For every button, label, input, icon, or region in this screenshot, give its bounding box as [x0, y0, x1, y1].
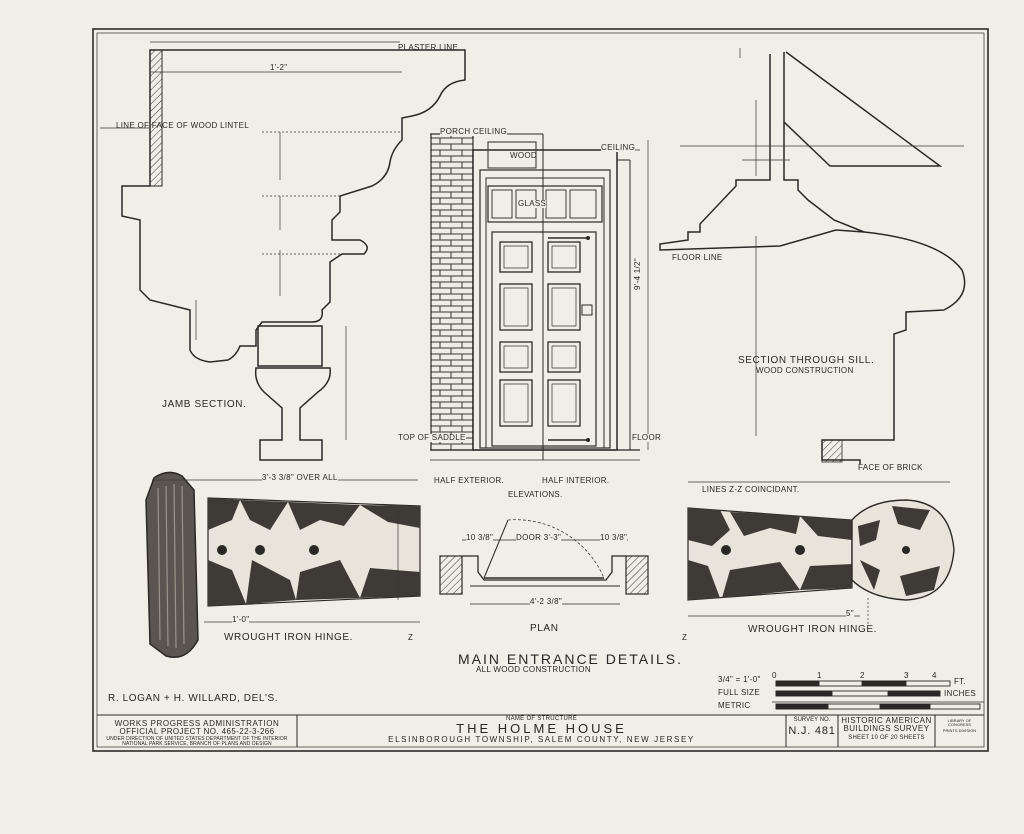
floor-label: FLOOR	[632, 433, 662, 442]
half-interior-label: HALF INTERIOR.	[542, 476, 610, 485]
habs-block: HISTORIC AMERICAN BUILDINGS SURVEY SHEET…	[839, 716, 934, 741]
jamb-width-dimension: 1'-2"	[270, 63, 288, 72]
structure-location: ELSINBOROUGH TOWNSHIP, SALEM COUNTY, NEW…	[388, 734, 695, 744]
door-height-dimension: 9'-4 1/2"	[633, 258, 642, 290]
scale-ratio-label: 3/4" = 1'-0"	[718, 675, 761, 684]
left-hinge-drawing	[145, 471, 421, 658]
feet-label: FT.	[954, 677, 967, 686]
right-hinge-drawing	[687, 499, 955, 601]
structure-name: THE HOLME HOUSE	[456, 721, 627, 737]
sill-dimension-lines	[680, 48, 964, 436]
lintel-face-label: LINE OF FACE OF WOOD LINTEL	[116, 121, 250, 130]
inches-label: INCHES	[944, 689, 977, 698]
structure-name-label: NAME OF STRUCTURE	[505, 716, 578, 722]
sill-brick-hatch	[821, 439, 843, 463]
full-size-label: FULL SIZE	[718, 688, 760, 697]
wpa-block: WORKS PROGRESS ADMINISTRATION OFFICIAL P…	[98, 719, 296, 748]
half-exterior-label: HALF EXTERIOR.	[434, 476, 504, 485]
top-of-saddle-label: TOP OF SADDLE	[398, 433, 466, 442]
elevations-title: ELEVATIONS.	[508, 490, 563, 499]
floor-line-label: FLOOR LINE	[672, 253, 723, 262]
wpa-line-1: WORKS PROGRESS ADMINISTRATION	[114, 719, 280, 728]
z-marker-right: Z	[682, 633, 688, 642]
sill-section-profile	[659, 51, 966, 466]
sill-section-subtitle: WOOD CONSTRUCTION	[756, 366, 854, 375]
wood-label: WOOD	[510, 151, 537, 160]
sill-section-title: SECTION THROUGH SILL.	[738, 355, 875, 366]
over-all-dimension: 3'-3 3/8" OVER ALL	[262, 473, 338, 482]
sheet-number: SHEET 10 OF 20 SHEETS	[848, 734, 925, 741]
jamb-section-profile	[121, 49, 466, 461]
plan-width-dimension: 4'-2 3/8"	[530, 597, 562, 606]
sheet-main-title: MAIN ENTRANCE DETAILS.	[458, 651, 683, 667]
plan-title: PLAN	[530, 623, 559, 634]
habs-line-2: BUILDINGS SURVEY	[843, 724, 930, 734]
wpa-line-2: OFFICIAL PROJECT NO. 465-22-3-266	[119, 727, 275, 737]
right-hinge-title: WROUGHT IRON HINGE.	[748, 624, 877, 635]
z-marker-left: Z	[408, 633, 414, 642]
habs-line-1: HISTORIC AMERICAN	[841, 716, 932, 725]
survey-block: SURVEY NO. N.J. 481	[787, 717, 837, 738]
porch-ceiling-label: PORCH CEILING	[440, 127, 508, 136]
glass-label: GLASS	[518, 199, 547, 208]
copyright-line-1: LIBRARY OF CONGRESS	[947, 718, 972, 728]
left-hinge-title: WROUGHT IRON HINGE.	[224, 632, 353, 643]
jamb-section-title: JAMB SECTION.	[162, 399, 247, 410]
scale-tick-3: 3	[904, 671, 909, 680]
sheet-main-subtitle: ALL WOOD CONSTRUCTION	[476, 665, 591, 674]
scale-tick-1: 1	[817, 671, 822, 680]
door-elevation	[430, 133, 649, 461]
lines-coincident-label: LINES Z-Z COINCIDANT.	[702, 485, 800, 494]
face-of-brick-label: FACE OF BRICK	[858, 463, 923, 472]
plan-door-dimension: DOOR 3'-3"	[516, 533, 562, 542]
delineators-credit: R. LOGAN + H. WILLARD, DEL'S.	[108, 693, 279, 704]
plan-left-dimension: 10 3/8"	[466, 533, 494, 542]
survey-number-label: SURVEY NO.	[793, 717, 831, 723]
graphic-scales	[775, 680, 981, 710]
structure-block: NAME OF STRUCTURE THE HOLME HOUSE ELSINB…	[298, 716, 785, 744]
wpa-line-3: UNDER DIRECTION OF UNITED STATES DEPARTM…	[106, 735, 288, 742]
copyright-block: LIBRARY OF CONGRESS PRINTS DIVISION	[936, 718, 983, 734]
title-block-frame	[97, 701, 984, 747]
ceiling-label: CEILING	[601, 143, 636, 152]
scale-tick-0: 0	[772, 671, 777, 680]
wpa-line-4: NATIONAL PARK SERVICE, BRANCH OF PLANS A…	[122, 741, 272, 748]
plaster-line-label: PLASTER LINE	[398, 43, 459, 52]
metric-label: METRIC	[718, 701, 751, 710]
copyright-line-2: PRINTS DIVISION	[942, 728, 977, 734]
left-hinge-dimension: 1'-0"	[232, 615, 250, 624]
jamb-dimension-lines	[100, 41, 402, 440]
right-hinge-dimensions	[688, 481, 950, 624]
plan-right-dimension: 10 3/8"	[600, 533, 628, 542]
scale-tick-4: 4	[932, 671, 937, 680]
survey-number: N.J. 481	[788, 725, 836, 738]
scale-tick-2: 2	[860, 671, 865, 680]
sheet-border	[92, 28, 989, 752]
right-hinge-dimension: 5"	[846, 609, 854, 618]
